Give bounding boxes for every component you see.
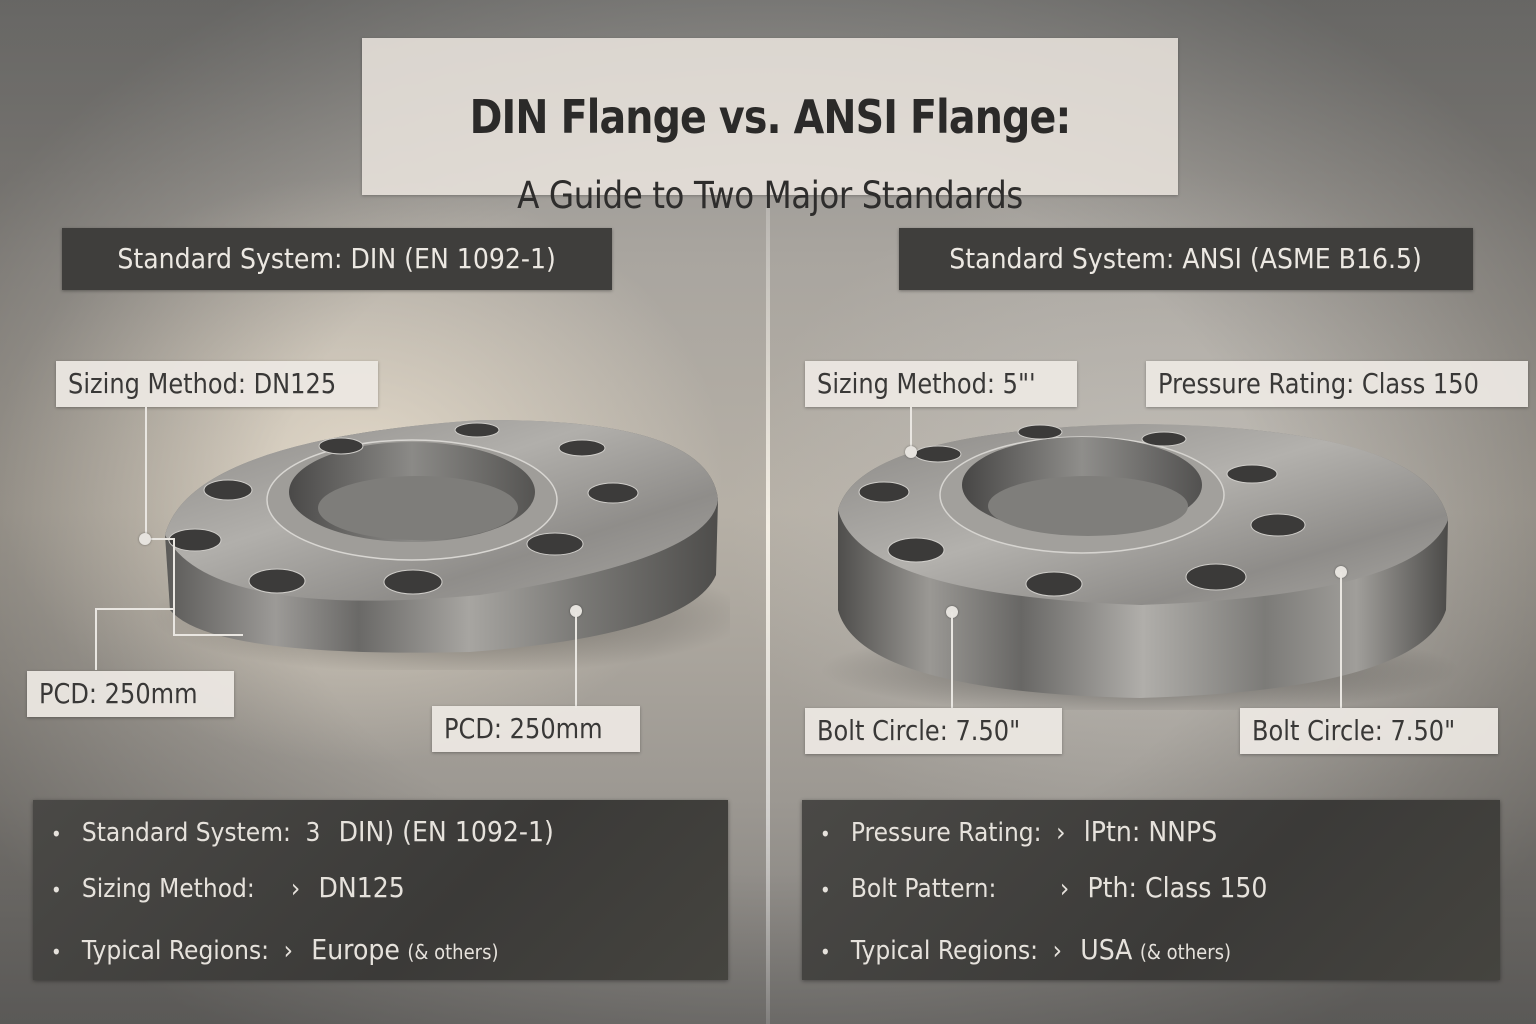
title-box: DIN Flange vs. ANSI Flange: A Guide to T… [362,38,1178,217]
ansi-bolt-right-label: Bolt Circle: 7.50" [1252,714,1456,747]
din-info-row-sizing: • Sizing Method: › DN125 [51,868,444,908]
din-pcd-left-leader-v [95,608,97,670]
info-label: Sizing Method: [81,874,255,904]
din-info-panel: • Standard System: 3 DIN) (EN 1092-1) • … [33,800,728,980]
din-info-row-standard: • Standard System: 3 DIN) (EN 1092-1) [51,812,610,852]
ansi-pressure-label: Pressure Rating: Class 150 [1158,367,1479,400]
ansi-system-bar: Standard System: ANSI (ASME B16.5) [899,228,1473,290]
din-system-label: Standard System: DIN (EN 1092-1) [117,242,557,275]
center-divider [766,196,770,1024]
chevron-right-icon: › [1056,818,1066,848]
info-value: Europe [311,933,400,966]
din-sizing-point [139,533,151,545]
bullet-icon: • [820,822,831,846]
info-value: Pth: Class 150 [1087,871,1268,904]
separator-icon: 3 [305,818,321,848]
ansi-pressure-callout: Pressure Rating: Class 150 [1146,361,1528,407]
ansi-bolt-left-leader [951,612,953,708]
ansi-sizing-point [905,446,917,458]
ansi-info-row-regions: • Typical Regions: › USA (& others) [820,930,1277,970]
chevron-right-icon: › [283,936,294,966]
ansi-info-row-pressure: • Pressure Rating: › lPtn: NNPS [820,812,1261,852]
din-sizing-label: Sizing Method: DN125 [68,367,337,400]
din-sizing-leader [145,407,147,539]
din-pcd-point [570,605,582,617]
page-title: DIN Flange vs. ANSI Flange: [469,90,1072,144]
info-label: Bolt Pattern: [850,874,997,904]
ansi-flange-image [820,424,1460,710]
info-label: Standard System: [81,818,291,848]
ansi-sizing-callout: Sizing Method: 5"' [805,361,1077,407]
bullet-icon: • [51,878,62,902]
ansi-info-panel: • Pressure Rating: › lPtn: NNPS • Bolt P… [802,800,1500,980]
info-extra: (& others) [407,940,499,964]
info-label: Typical Regions: [850,936,1039,966]
din-sizing-leader-h [145,538,175,540]
chevron-right-icon: › [1052,936,1063,966]
ansi-bolt-left-callout: Bolt Circle: 7.50" [805,708,1062,754]
chevron-right-icon: › [1059,874,1070,904]
din-pcd-right-leader [575,612,577,708]
bullet-icon: • [51,822,62,846]
bullet-icon: • [820,940,831,964]
bullet-icon: • [51,940,62,964]
bullet-icon: • [820,878,831,902]
din-system-bar: Standard System: DIN (EN 1092-1) [62,228,612,290]
din-pcd-left-leader-h [95,608,175,610]
info-label: Typical Regions: [81,936,270,966]
din-pcd-left-label: PCD: 250mm [39,677,198,710]
din-pcd-right-label: PCD: 250mm [444,712,603,745]
info-value: DIN) (EN 1092-1) [338,815,554,848]
din-flange-image [150,419,730,670]
ansi-sizing-label: Sizing Method: 5"' [817,367,1036,400]
page-subtitle: A Guide to Two Major Standards [517,174,1023,217]
din-pcd-leader-h [173,634,243,636]
info-label: Pressure Rating: [850,818,1042,848]
ansi-system-label: Standard System: ANSI (ASME B16.5) [949,242,1423,275]
din-pcd-leader-v [173,538,175,636]
info-value: lPtn: NNPS [1083,815,1218,848]
ansi-sizing-leader [910,407,912,452]
din-info-row-regions: • Typical Regions: › Europe (& others) [51,930,548,970]
ansi-bolt-right-leader [1340,572,1342,708]
info-value: USA [1080,933,1133,966]
din-sizing-callout: Sizing Method: DN125 [56,361,378,407]
info-value: DN125 [318,871,405,904]
info-extra: (& others) [1139,940,1232,964]
ansi-bolt-right-callout: Bolt Circle: 7.50" [1240,708,1498,754]
ansi-bolt-left-label: Bolt Circle: 7.50" [817,714,1021,747]
din-pcd-right-callout: PCD: 250mm [432,706,640,752]
chevron-right-icon: › [290,874,301,904]
ansi-info-row-bolt: • Bolt Pattern: › Pth: Class 150 [820,868,1317,908]
din-pcd-left-callout: PCD: 250mm [27,671,234,717]
